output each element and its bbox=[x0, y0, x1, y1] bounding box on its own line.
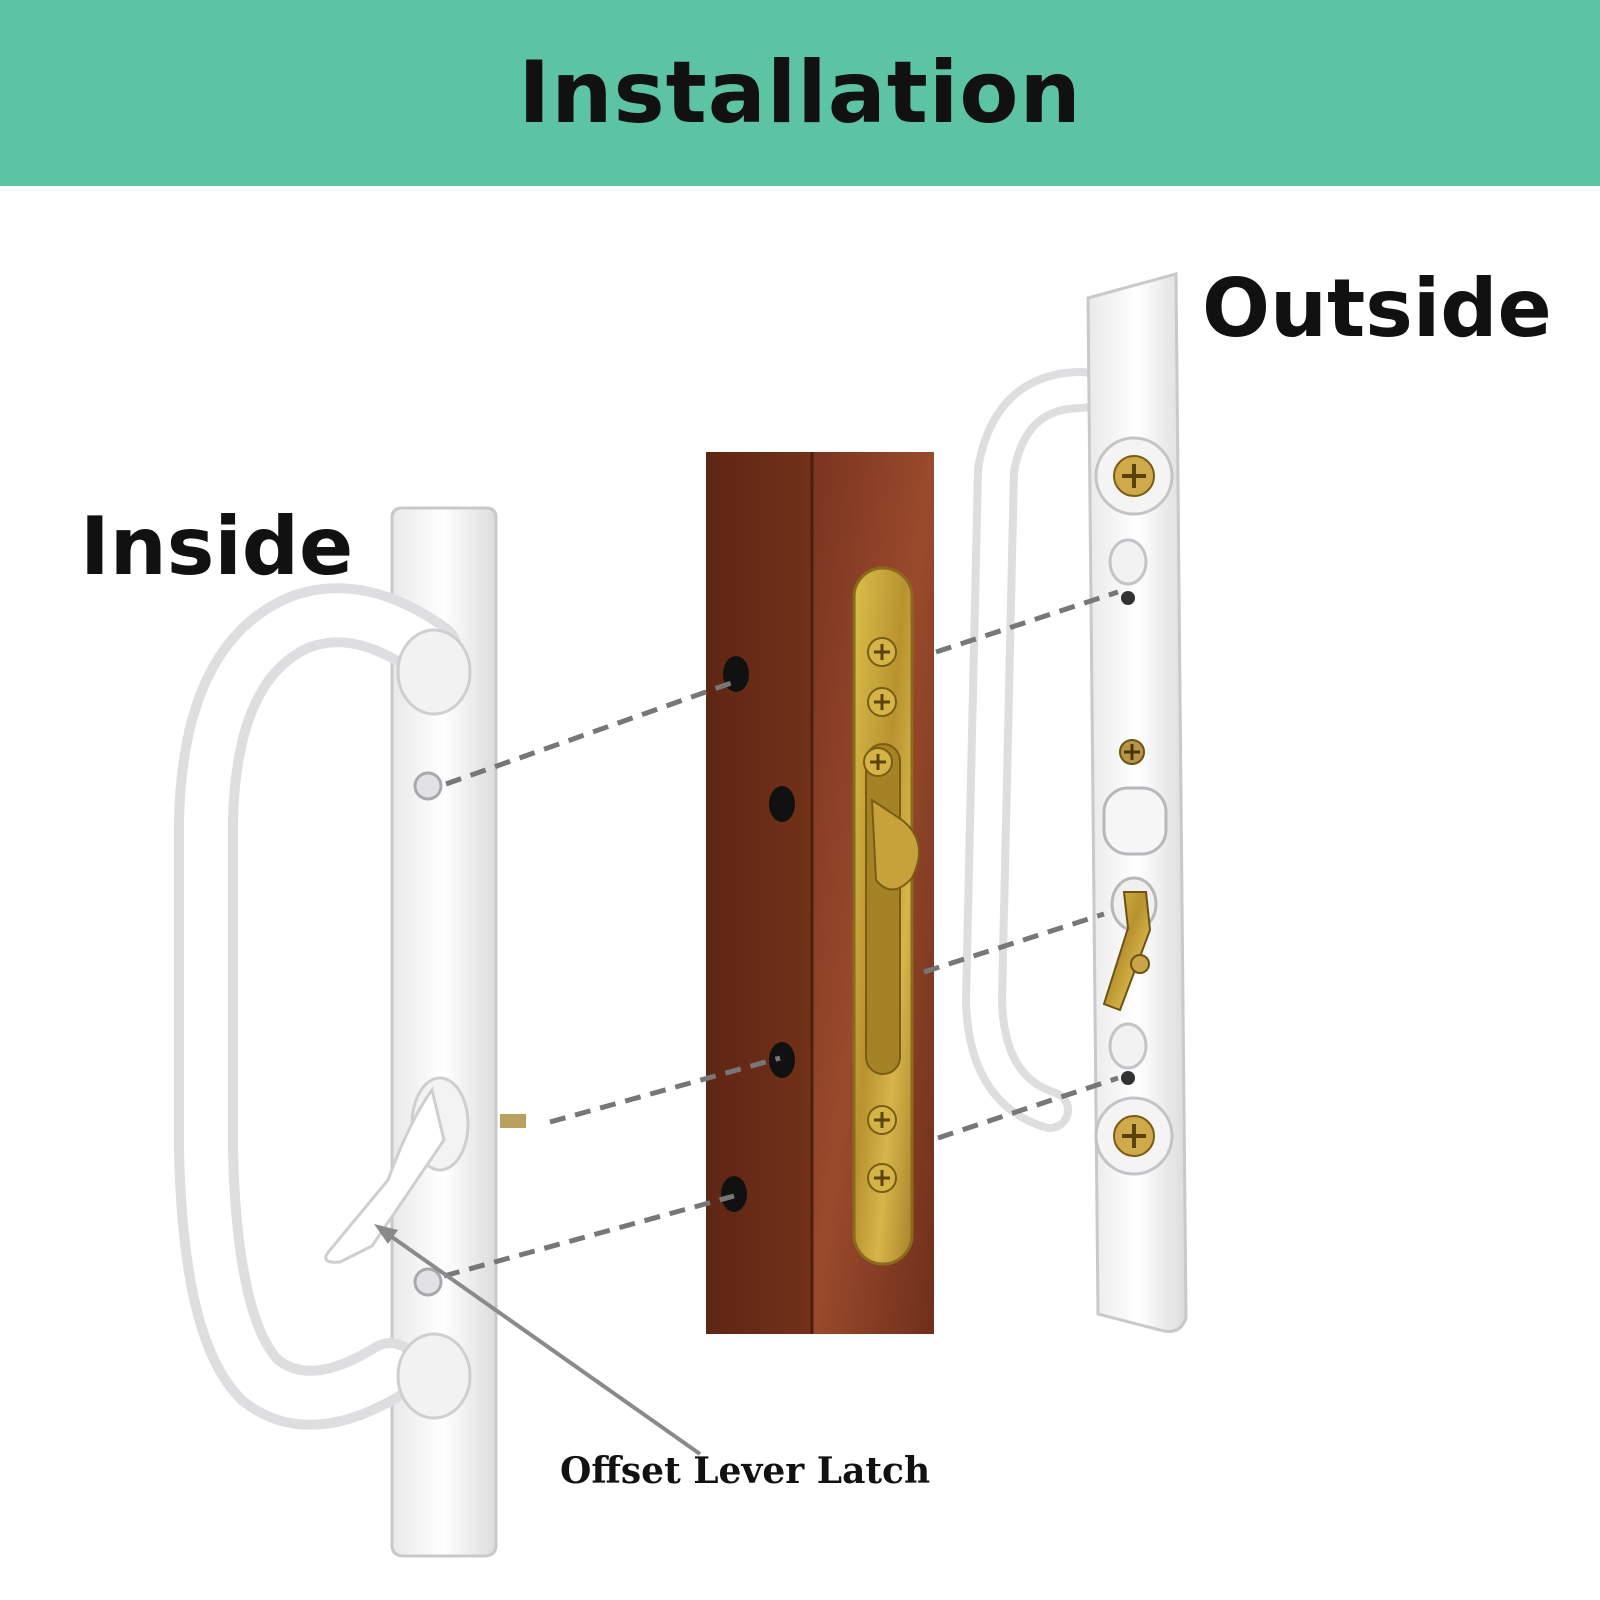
mortise-slot bbox=[865, 743, 901, 1075]
phillips-screw-icon bbox=[867, 637, 897, 667]
tail-piece bbox=[500, 1114, 526, 1128]
phillips-screw-icon bbox=[1113, 455, 1155, 497]
phillips-screw-icon bbox=[863, 747, 893, 777]
inside-screw-hole-bottom bbox=[413, 1267, 443, 1297]
phillips-screw-icon bbox=[867, 1105, 897, 1135]
outside-oval-opening bbox=[1102, 786, 1168, 856]
phillips-screw-icon bbox=[867, 687, 897, 717]
door-hole-4 bbox=[721, 1176, 747, 1212]
outside-label: Outside bbox=[1202, 262, 1552, 355]
tail-lever bbox=[1102, 891, 1152, 1012]
inside-bottom-boss bbox=[396, 1332, 472, 1420]
offset-lever-latch bbox=[324, 1086, 446, 1264]
guide-inside-latch bbox=[549, 1055, 781, 1125]
inside-label: Inside bbox=[80, 500, 354, 593]
latch-callout-arrow bbox=[374, 1224, 702, 1456]
offset-lever-latch-label: Offset Lever Latch bbox=[560, 1450, 931, 1492]
outside-handle bbox=[961, 272, 1188, 1333]
guide-outside-lever bbox=[923, 911, 1105, 975]
inside-handle bbox=[174, 506, 526, 1558]
latch-hook bbox=[870, 798, 920, 891]
inside-screw-hole-top bbox=[413, 771, 443, 801]
alignment-guides bbox=[443, 589, 1119, 1279]
header-banner: Installation bbox=[0, 0, 1600, 186]
door-hole-2 bbox=[769, 786, 795, 822]
guide-outside-top bbox=[935, 589, 1119, 655]
page-title: Installation bbox=[518, 43, 1082, 143]
door-hole-3 bbox=[769, 1042, 795, 1078]
phillips-screw-icon bbox=[1113, 1115, 1155, 1157]
phillips-screw-icon bbox=[1119, 739, 1145, 765]
inside-top-boss bbox=[396, 628, 472, 716]
phillips-screw-icon bbox=[867, 1163, 897, 1193]
guide-outside-bottom bbox=[937, 1075, 1119, 1141]
door-section bbox=[706, 452, 934, 1334]
